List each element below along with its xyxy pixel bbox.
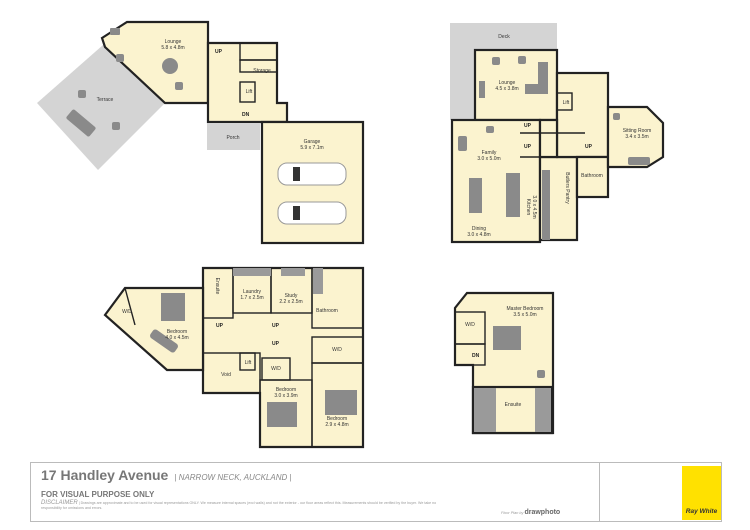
room-label: Laundry <box>243 289 262 295</box>
room-label: Bathroom <box>581 173 603 179</box>
room-label: Bathroom <box>316 308 338 314</box>
property-address: 17 Handley Avenue | NARROW NECK, AUCKLAND… <box>41 467 292 483</box>
room-size: 2.2 x 2.5m <box>279 299 302 305</box>
disclaimer-text: | Drawings are approximate and to be use… <box>41 501 437 510</box>
ground-floor-plan: Lounge 5.8 x 4.8m Terrace Storage Lift P… <box>37 20 365 245</box>
car-icon <box>277 201 347 225</box>
stairs-down-label: DN <box>242 112 250 118</box>
room-size: 3.0 x 5.0m <box>477 156 500 162</box>
stairs-up-label: UP <box>215 49 223 55</box>
room-size: 3.4 x 3.5m <box>625 134 648 140</box>
sitting-room <box>606 105 665 169</box>
first-floor-plan: Deck Lounge 4.5 x 3.8m Lift Family 3.0 x… <box>450 23 665 244</box>
floorplan-credit: Floor Plan by drawphoto <box>501 509 560 516</box>
room-label: Garage <box>304 139 321 145</box>
room-label: W/D <box>332 347 342 353</box>
stairs-up-label: UP <box>272 323 280 329</box>
room-label: Lift <box>246 89 253 95</box>
stairs-down-label: DN <box>472 353 480 359</box>
room-label: Porch <box>226 135 239 141</box>
room-label: Family <box>482 150 497 156</box>
room-label: W/D <box>465 322 475 328</box>
first-stair-hall <box>555 71 610 159</box>
agency-logo-text: Ray White <box>685 508 718 515</box>
room-label: Bedroom <box>167 329 187 335</box>
disclaimer: DISCLAIMER | Drawings are approximate an… <box>41 500 441 511</box>
address-text: 17 Handley Avenue <box>41 467 169 483</box>
main-bedroom <box>103 286 205 372</box>
room-label: Dining <box>472 226 486 232</box>
stairs-up-label: UP <box>272 341 280 347</box>
stairs-up-label: UP <box>585 144 593 150</box>
room-label: Sitting Room <box>623 128 652 134</box>
disclaimer-label: DISCLAIMER <box>41 500 78 506</box>
room-size: 4.5 x 3.8m <box>495 86 518 92</box>
room-label: Lift <box>245 360 252 366</box>
room-label: Deck <box>498 34 510 40</box>
ray-white-logo: Ray White <box>682 466 721 520</box>
room-label: Butlers Pantry <box>564 172 570 204</box>
room-size: 1.7 x 2.5m <box>240 295 263 301</box>
room-label: W/D <box>271 366 281 372</box>
porch-area <box>207 123 260 150</box>
second-floor-plan: W/D Bedroom 4.0 x 4.5m Ensuite Laundry 1… <box>103 266 365 449</box>
room-label: Terrace <box>97 97 114 103</box>
room-size: 2.9 x 4.8m <box>325 422 348 428</box>
room-size: 5.9 x 7.1m <box>300 145 323 151</box>
room-label: Bedroom <box>276 387 296 393</box>
top-floor-plan: Master Bedroom 3.5 x 5.0m W/D Ensuite DN <box>453 291 555 435</box>
drawphoto-logo: drawphoto <box>524 509 561 516</box>
room-label: Void <box>221 372 231 378</box>
room-size: 3.5 x 5.0m <box>513 312 536 318</box>
room-label: Storage <box>253 68 271 74</box>
room-label: Ensuite <box>214 278 220 295</box>
room-size: 4.0 x 4.5m <box>165 335 188 341</box>
stairs-up-label: UP <box>524 123 532 129</box>
footer-divider <box>599 463 600 521</box>
room-label: Bedroom <box>327 416 347 422</box>
family-stairs <box>538 118 559 159</box>
room-label: Study <box>285 293 298 299</box>
room-label: Lift <box>563 100 570 106</box>
room-size: 5.8 x 4.8m <box>161 45 184 51</box>
room-label: W/D <box>122 309 132 315</box>
room-label: Master Bedroom <box>507 306 544 312</box>
room-size: 3.0 x 3.9m <box>274 393 297 399</box>
terrace-area <box>37 45 165 170</box>
room-label: Lounge <box>165 39 182 45</box>
visual-purpose-note: FOR VISUAL PURPOSE ONLY <box>41 490 155 499</box>
room-size: 3.0 x 4.5m <box>531 195 537 218</box>
room-label: Ensuite <box>505 402 522 408</box>
room-size: 3.0 x 4.8m <box>467 232 490 238</box>
credit-prefix: Floor Plan by <box>501 511 524 515</box>
car-icon <box>277 162 347 186</box>
first-bathroom <box>575 155 610 199</box>
stairs-up-label: UP <box>524 144 532 150</box>
room-label: Lounge <box>499 80 516 86</box>
stairs-up-label: UP <box>216 323 224 329</box>
room-label: Kitchen <box>525 199 531 216</box>
property-footer: 17 Handley Avenue | NARROW NECK, AUCKLAND… <box>30 462 722 522</box>
floor-plans: Lounge 5.8 x 4.8m Terrace Storage Lift P… <box>37 20 665 449</box>
suburb-text: | NARROW NECK, AUCKLAND | <box>174 473 292 482</box>
